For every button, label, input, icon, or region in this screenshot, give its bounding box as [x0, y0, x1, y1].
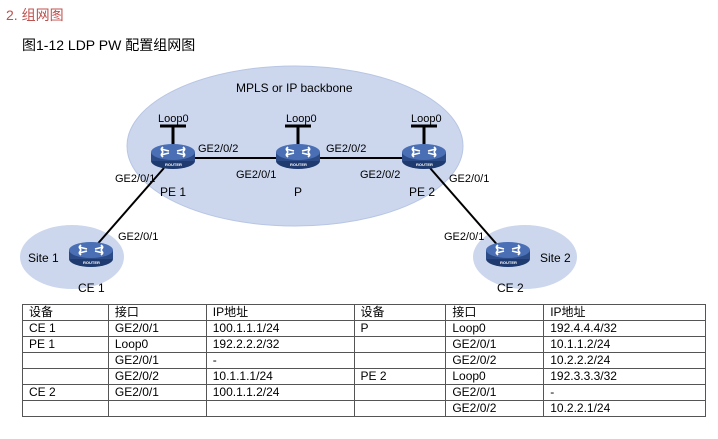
ce2-name: CE 2: [497, 281, 524, 295]
figure-title: 图1-12 LDP PW 配置组网图: [22, 37, 196, 53]
pe2-ge202-label: GE2/0/2: [360, 169, 400, 181]
table-cell: [22, 352, 109, 369]
svg-text:ROUTER: ROUTER: [165, 162, 182, 167]
svg-text:ROUTER: ROUTER: [500, 260, 517, 265]
table-cell: GE2/0/1: [445, 336, 545, 353]
table-cell: 10.2.2.2/24: [543, 352, 706, 369]
p-loop-label: Loop0: [286, 113, 317, 125]
table-cell: GE2/0/2: [445, 400, 545, 417]
backbone-label: MPLS or IP backbone: [236, 81, 353, 95]
p-ge202-label: GE2/0/2: [326, 143, 366, 155]
table-header-row: 设备 接口 IP地址 设备 接口 IP地址: [22, 304, 706, 321]
table-cell: [353, 400, 447, 417]
ce1-ge201-label: GE2/0/1: [118, 231, 158, 243]
table-cell: P: [353, 320, 447, 337]
table-cell: [22, 400, 109, 417]
link-pe2-ce2: [429, 167, 501, 249]
site2-label: Site 2: [540, 251, 571, 265]
table-cell: 10.2.2.1/24: [543, 400, 706, 417]
header-interface-2: 接口: [445, 304, 545, 321]
site1-label: Site 1: [28, 251, 59, 265]
table-row: CE 2 GE2/0/1 100.1.1.2/24 GE2/0/1 -: [22, 384, 706, 401]
p-ge201-label: GE2/0/1: [236, 169, 276, 181]
router-p-icon: ROUTER: [275, 143, 321, 170]
table-cell: [22, 368, 109, 385]
p-name: P: [294, 185, 302, 199]
section-title: 2. 组网图: [6, 7, 64, 23]
table-cell: PE 1: [22, 336, 109, 353]
table-cell: [353, 384, 447, 401]
router-ce1-icon: ROUTER: [68, 241, 114, 268]
table-cell: 10.1.1.2/24: [543, 336, 706, 353]
pe2-name: PE 2: [409, 185, 435, 199]
svg-text:ROUTER: ROUTER: [83, 260, 100, 265]
table-row: CE 1 GE2/0/1 100.1.1.1/24 P Loop0 192.4.…: [22, 320, 706, 337]
table-cell: Loop0: [445, 368, 545, 385]
router-ce2-icon: ROUTER: [485, 241, 531, 268]
table-cell: [353, 336, 447, 353]
table-cell: GE2/0/1: [107, 384, 207, 401]
table-cell: GE2/0/2: [107, 368, 207, 385]
table-cell: -: [205, 352, 355, 369]
table-cell: [107, 400, 207, 417]
table-cell: PE 2: [353, 368, 447, 385]
pe1-ge201-label: GE2/0/1: [115, 173, 155, 185]
table-row: GE2/0/2 10.1.1.1/24 PE 2 Loop0 192.3.3.3…: [22, 368, 706, 385]
header-ip: IP地址: [205, 304, 355, 321]
svg-text:ROUTER: ROUTER: [290, 162, 307, 167]
table-cell: 192.4.4.4/32: [543, 320, 706, 337]
pe1-name: PE 1: [160, 185, 186, 199]
table-cell: GE2/0/2: [445, 352, 545, 369]
link-pe1-ce1: [93, 167, 165, 249]
pe1-ge202-label: GE2/0/2: [198, 143, 238, 155]
pe2-loop-label: Loop0: [411, 113, 442, 125]
table-cell: CE 2: [22, 384, 109, 401]
table-cell: GE2/0/1: [107, 352, 207, 369]
table-cell: 192.3.3.3/32: [543, 368, 706, 385]
router-pe1-icon: ROUTER: [150, 143, 196, 170]
table-cell: 192.2.2.2/32: [205, 336, 355, 353]
ce2-ge201-label: GE2/0/1: [444, 231, 484, 243]
table-cell: Loop0: [107, 336, 207, 353]
router-pe2-icon: ROUTER: [401, 143, 447, 170]
header-interface: 接口: [107, 304, 207, 321]
table-cell: 10.1.1.1/24: [205, 368, 355, 385]
table-cell: [205, 400, 355, 417]
table-cell: GE2/0/1: [445, 384, 545, 401]
svg-text:ROUTER: ROUTER: [416, 162, 433, 167]
table-cell: -: [543, 384, 706, 401]
network-topology-diagram: MPLS or IP backbone ROUTER ROUTER ROUTER…: [20, 65, 577, 295]
table-cell: GE2/0/1: [107, 320, 207, 337]
ce1-name: CE 1: [78, 281, 105, 295]
table-row: GE2/0/2 10.2.2.1/24: [22, 400, 706, 417]
header-device: 设备: [22, 304, 109, 321]
table-cell: Loop0: [445, 320, 545, 337]
pe2-ge201-label: GE2/0/1: [449, 173, 489, 185]
table-cell: CE 1: [22, 320, 109, 337]
ip-config-table: 设备 接口 IP地址 设备 接口 IP地址 CE 1 GE2/0/1 100.1…: [22, 304, 706, 417]
table-cell: 100.1.1.1/24: [205, 320, 355, 337]
table-cell: 100.1.1.2/24: [205, 384, 355, 401]
pe1-loop-label: Loop0: [158, 113, 189, 125]
table-row: PE 1 Loop0 192.2.2.2/32 GE2/0/1 10.1.1.2…: [22, 336, 706, 353]
header-device-2: 设备: [353, 304, 447, 321]
table-cell: [353, 352, 447, 369]
table-row: GE2/0/1 - GE2/0/2 10.2.2.2/24: [22, 352, 706, 369]
header-ip-2: IP地址: [543, 304, 706, 321]
